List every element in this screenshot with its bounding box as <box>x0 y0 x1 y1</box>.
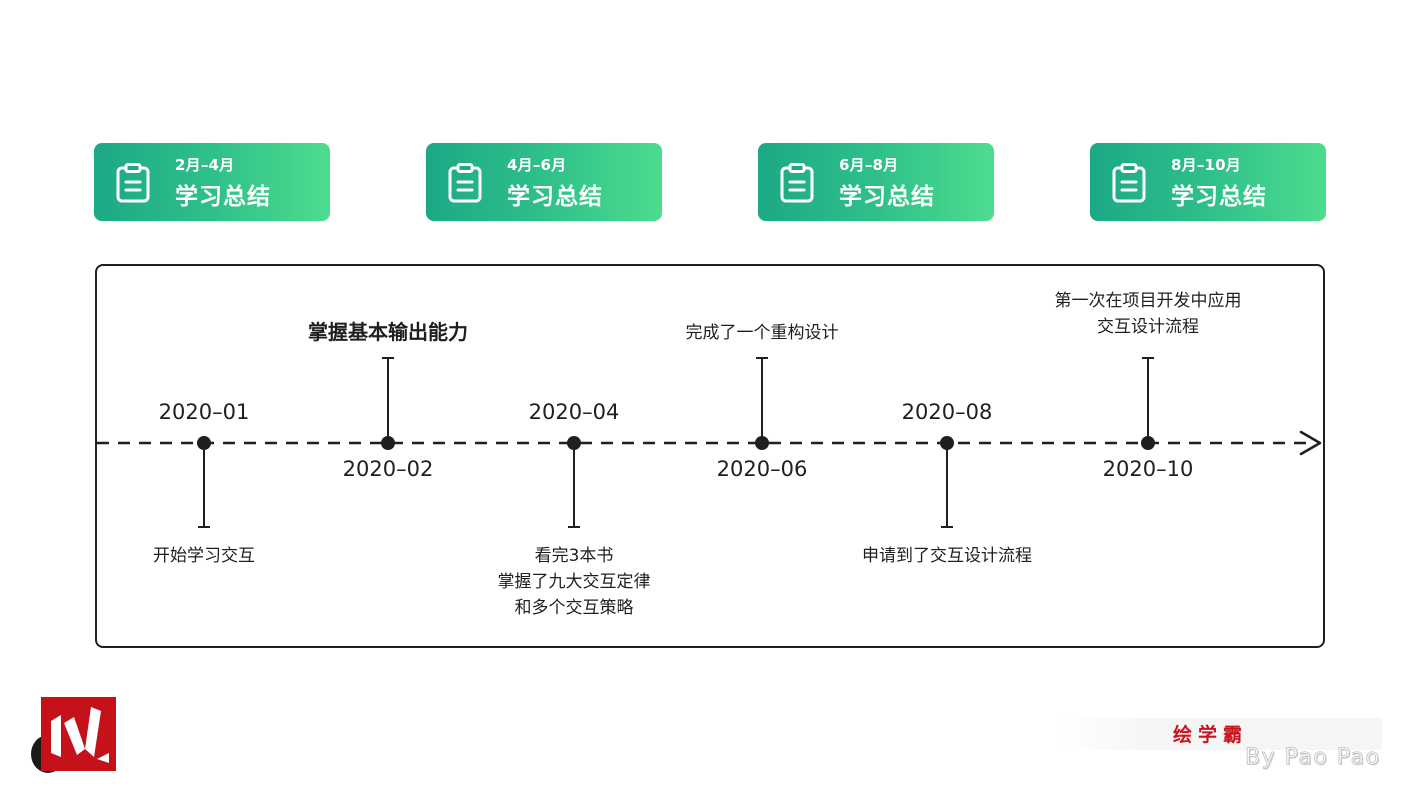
logo-w-icon <box>51 707 109 763</box>
milestone-date: 2020–06 <box>716 457 808 481</box>
note-line: 交互设计流程 <box>1097 317 1199 337</box>
milestone-connector <box>1141 357 1155 450</box>
card-date-range: 2月–4月 <box>175 156 235 174</box>
card-date-range: 8月–10月 <box>1171 156 1242 174</box>
milestone-connector <box>940 436 954 528</box>
card-title: 学习总结 <box>175 184 271 210</box>
milestone-date: 2020–02 <box>342 457 434 481</box>
milestone-date: 2020–08 <box>901 400 993 424</box>
milestone-date: 2020–01 <box>158 400 250 424</box>
clipboard-icon <box>780 163 814 203</box>
card-title: 学习总结 <box>839 184 935 210</box>
note-line: 掌握了九大交互定律 <box>497 572 651 592</box>
watermark-background <box>1060 718 1382 750</box>
brand-logo <box>41 697 116 771</box>
milestone-date: 2020–04 <box>528 400 620 424</box>
clipboard-icon <box>116 163 150 203</box>
card-title: 学习总结 <box>507 184 603 210</box>
clipboard-icon <box>448 163 482 203</box>
milestone-connector <box>381 357 395 450</box>
summary-card-1: 2月–4月 学习总结 <box>94 143 330 221</box>
summary-card-4: 8月–10月 学习总结 <box>1090 143 1326 221</box>
milestone-connector <box>567 436 581 528</box>
card-date-range: 4月–6月 <box>507 156 567 174</box>
timeline-arrow-head <box>1299 430 1322 456</box>
milestone-note: 开始学习交互 <box>74 543 334 569</box>
note-line: 掌握基本输出能力 <box>308 320 468 344</box>
milestone-date: 2020–10 <box>1102 457 1194 481</box>
note-line: 看完3本书 <box>534 546 614 566</box>
note-line: 申请到了交互设计流程 <box>862 546 1032 566</box>
summary-card-2: 4月–6月 学习总结 <box>426 143 662 221</box>
milestone-note: 掌握基本输出能力 <box>258 319 518 345</box>
milestone-connector <box>755 357 769 450</box>
milestone-note: 完成了一个重构设计 <box>632 320 892 346</box>
timeline-panel <box>95 264 1325 648</box>
note-line: 第一次在项目开发中应用 <box>1054 291 1242 311</box>
card-date-range: 6月–8月 <box>839 156 899 174</box>
milestone-note: 看完3本书 掌握了九大交互定律 和多个交互策略 <box>444 543 704 621</box>
watermark-byline: By Pao Pao <box>1245 745 1381 771</box>
milestone-connector <box>197 436 211 528</box>
milestone-note: 第一次在项目开发中应用 交互设计流程 <box>1018 288 1278 340</box>
note-line: 和多个交互策略 <box>514 598 634 618</box>
watermark-title: 绘学霸 <box>1173 724 1249 746</box>
clipboard-icon <box>1112 163 1146 203</box>
milestone-note: 申请到了交互设计流程 <box>817 543 1077 569</box>
card-title: 学习总结 <box>1171 184 1267 210</box>
note-line: 完成了一个重构设计 <box>685 323 839 343</box>
note-line: 开始学习交互 <box>153 546 255 566</box>
summary-card-3: 6月–8月 学习总结 <box>758 143 994 221</box>
